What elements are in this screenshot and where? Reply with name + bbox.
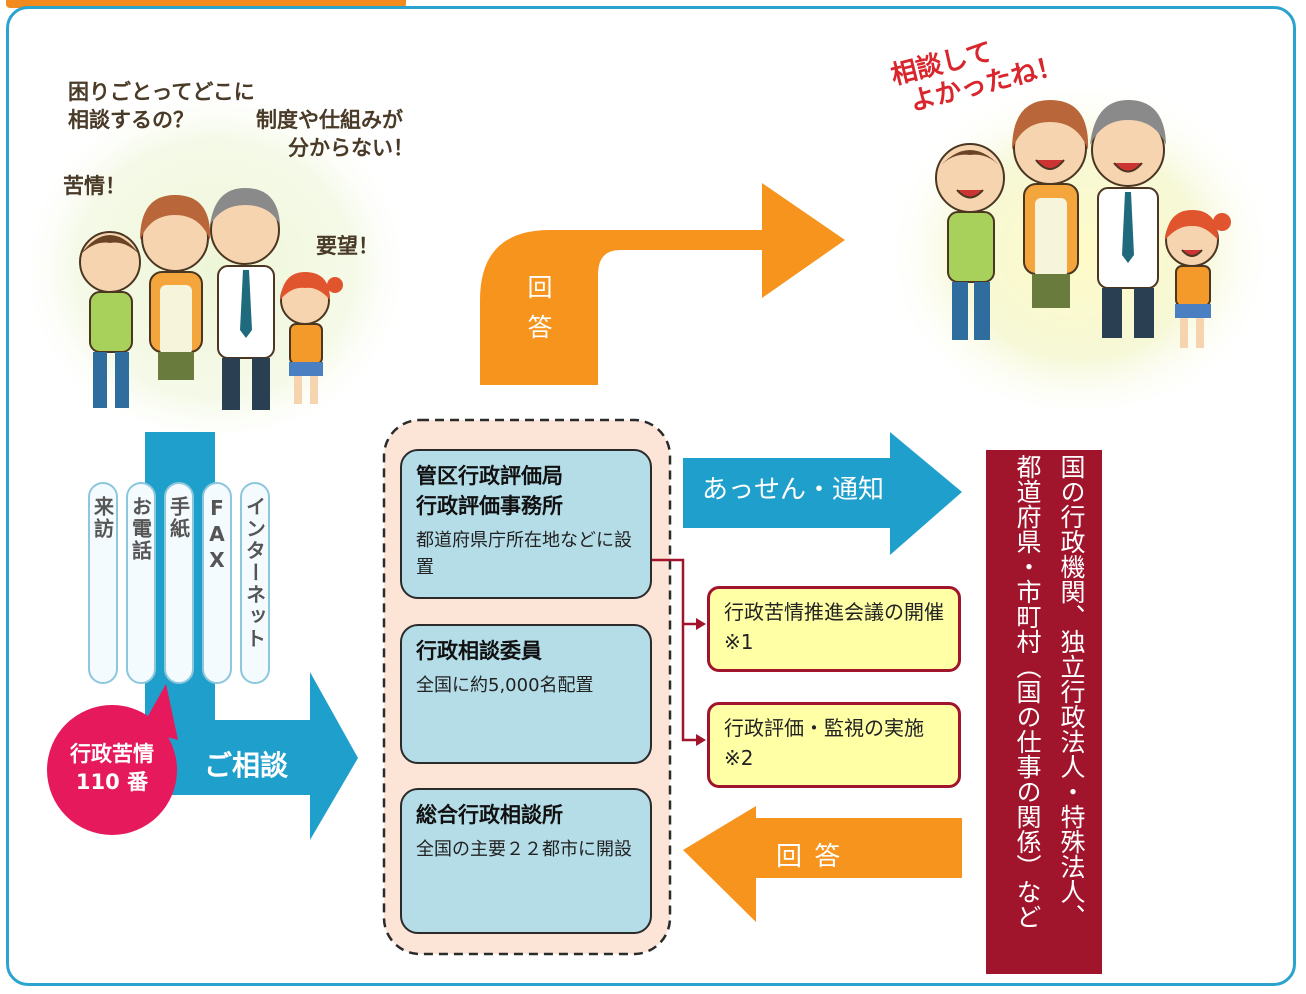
channel-fax: FAX [202,482,232,684]
answer-arrow-bottom [683,806,962,922]
connector-arrowhead-1 [696,618,706,630]
diagram-frame [6,6,1296,986]
channel-visit: 来訪 [88,482,118,684]
channel-phone: お電話 [126,482,156,684]
agency-line-2: 都道府県・市町村（国の仕事の関係）など [1013,454,1042,929]
office-general-center: 総合行政相談所 全国の主要２２都市に開設 [400,788,652,934]
answer-label-top: 回 答 [527,273,553,342]
left-family-illustration [79,188,343,410]
right-family-illustration [935,100,1231,348]
complaint-label: 苦情！ [63,174,126,198]
connector-arrowhead-2 [696,734,706,746]
mediation-arrow [683,432,962,555]
mediation-label: あっせん・通知 [702,475,885,505]
target-agencies-box: 国の行政機関、独立行政法人・特殊法人、 都道府県・市町村（国の仕事の関係）など [986,450,1102,974]
request-label: 要望！ [316,234,379,258]
question-system-unknown: 制度や仕組みが 分からない！ [256,108,414,160]
note-complaint-council: 行政苦情推進会議の開催 ※1 [707,586,964,672]
note-evaluation-monitoring: 行政評価・監視の実施 ※2 [707,702,961,788]
consult-label: ご相談 [204,749,289,782]
consult-arrow [145,672,358,840]
answer-label-bottom: 回 答 [776,842,843,872]
hotline-label: 行政苦情 110 番 [70,742,154,794]
question-where-to-consult: 困りごとってどこに 相談するの？ [68,80,255,132]
connector-lines [650,558,698,742]
office-regional-bureau: 管区行政評価局 行政評価事務所 都道府県庁所在地などに設置 [400,449,652,599]
channel-letter: 手紙 [164,482,194,684]
right-glow [880,60,1280,410]
agency-line-1: 国の行政機関、独立行政法人・特殊法人、 [1057,454,1086,929]
office-counselors: 行政相談委員 全国に約5,000名配置 [400,624,652,764]
channel-internet: インターネット [240,482,270,684]
header-tab-accent [6,0,406,8]
answer-arrow-top [480,183,845,385]
hotline-bubble [47,705,177,835]
